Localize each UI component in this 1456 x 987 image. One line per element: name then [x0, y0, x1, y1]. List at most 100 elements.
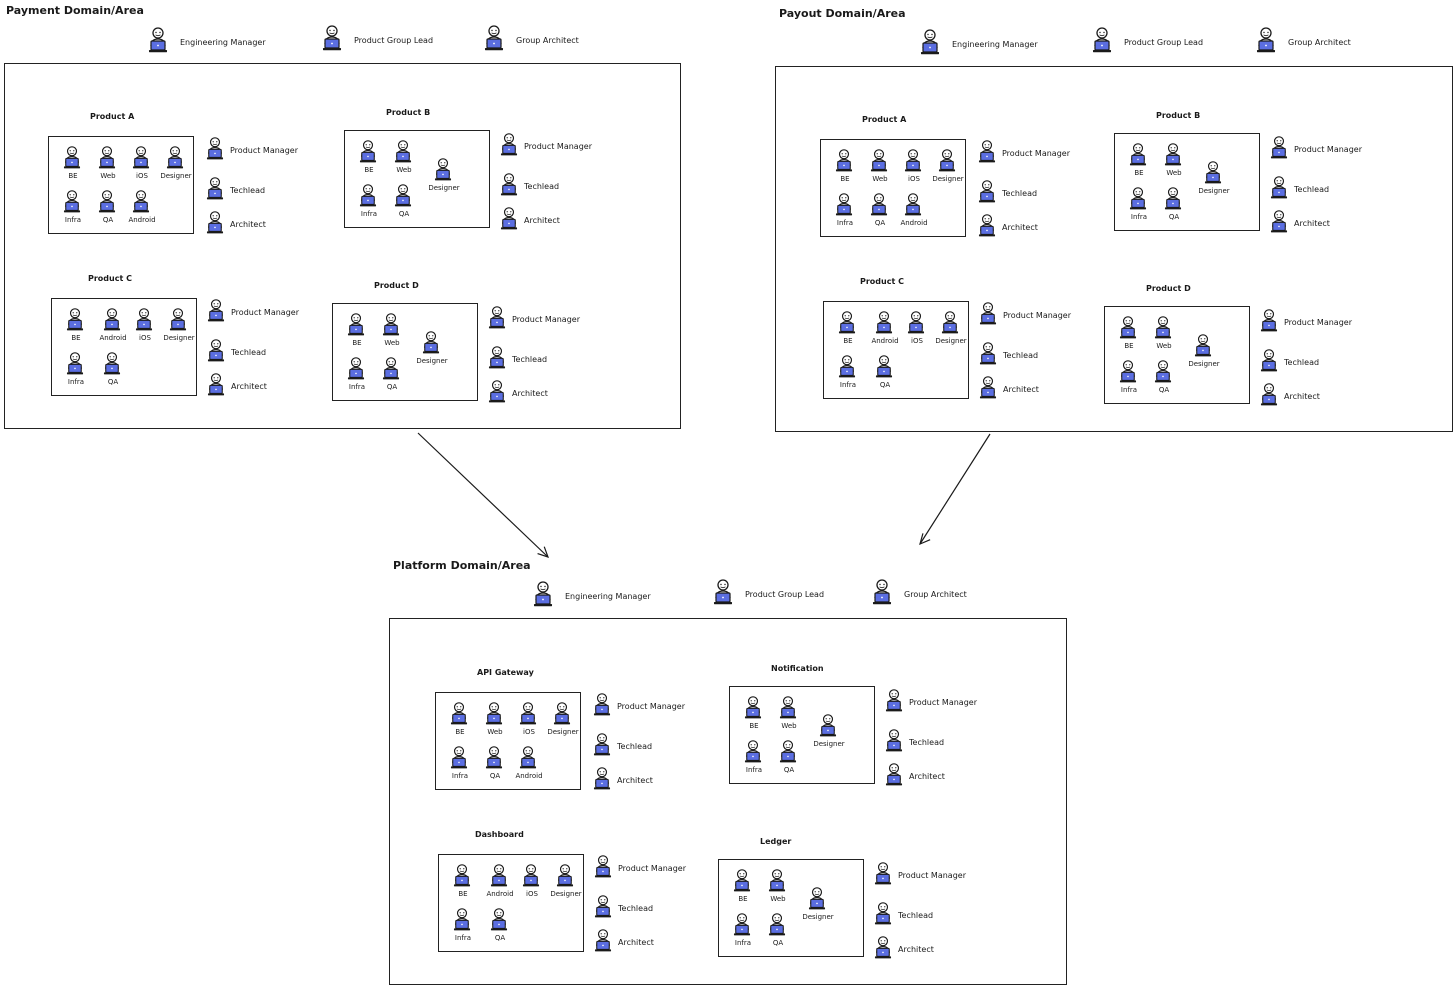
- role-label: Architect: [231, 382, 267, 391]
- person-icon: [835, 149, 853, 172]
- leader-product-group-lead: Product Group Lead: [320, 24, 490, 54]
- product-card: Product D BE Web Designer Infra: [1104, 284, 1404, 424]
- team-member: Web: [1144, 315, 1184, 355]
- person-icon: [149, 27, 167, 53]
- leader-group-architect: Group Architect: [1254, 26, 1424, 56]
- member-label: BE: [840, 175, 850, 183]
- member-label: Infra: [348, 383, 366, 391]
- team-member: Infra: [1109, 359, 1149, 399]
- team-member: BE: [349, 139, 389, 179]
- team-box: BE Web Designer Infra QA: [1114, 133, 1260, 231]
- role-label: Product Manager: [618, 864, 686, 873]
- person-icon: [870, 193, 888, 216]
- person-icon: [938, 149, 956, 172]
- person-icon: [1164, 143, 1182, 166]
- role-label: Techlead: [1294, 185, 1330, 194]
- team-member: Android: [122, 189, 162, 229]
- team-member: Infra: [56, 351, 96, 391]
- member-label: iOS: [523, 728, 535, 736]
- role-label: Techlead: [909, 738, 945, 747]
- person-icon: [132, 146, 150, 169]
- person-icon: [519, 702, 537, 725]
- domain-box: [389, 618, 1067, 985]
- member-label: Android: [128, 216, 156, 224]
- leader-label: Group Architect: [904, 590, 967, 599]
- person-icon: [488, 346, 506, 369]
- person-icon: [485, 746, 503, 769]
- person-icon: [394, 184, 412, 207]
- product-title: Product C: [88, 274, 132, 283]
- person-icon: [714, 579, 732, 605]
- person-icon: [166, 146, 184, 169]
- team-member: iOS: [512, 863, 552, 903]
- leader-label: Group Architect: [1288, 38, 1351, 47]
- role-techlead: Techlead: [592, 894, 712, 922]
- role-label: Techlead: [512, 355, 548, 364]
- team-member: iOS: [509, 701, 549, 741]
- role-architect: Architect: [977, 375, 1097, 403]
- member-label: QA: [1158, 386, 1170, 394]
- domain-title: Payment Domain/Area: [6, 4, 144, 17]
- role-techlead: Techlead: [1268, 175, 1388, 203]
- team-box: BE Web Designer Infra QA: [729, 686, 875, 784]
- member-label: Infra: [454, 934, 472, 942]
- person-icon: [768, 913, 786, 936]
- member-label: Web: [1156, 342, 1172, 350]
- team-member: iOS: [897, 310, 937, 350]
- team-member: Infra: [1119, 186, 1159, 226]
- person-icon: [1260, 349, 1278, 372]
- person-icon: [98, 190, 116, 213]
- role-label: Techlead: [898, 911, 934, 920]
- team-box: BE Web Designer Infra QA: [332, 303, 478, 401]
- product-card: Product C BE Android iOS Designer: [48, 274, 348, 414]
- person-icon: [808, 887, 826, 910]
- person-icon: [485, 25, 503, 51]
- member-label: iOS: [911, 337, 923, 345]
- member-label: iOS: [526, 890, 538, 898]
- person-icon: [531, 580, 555, 612]
- team-member: BE: [1109, 315, 1149, 355]
- domain-title: Platform Domain/Area: [393, 559, 531, 572]
- person-icon: [711, 578, 735, 610]
- role-label: Product Manager: [231, 308, 299, 317]
- person-icon: [870, 578, 894, 610]
- role-architect: Architect: [883, 762, 1003, 790]
- person-icon: [779, 740, 797, 763]
- leader-product-group-lead: Product Group Lead: [711, 578, 881, 608]
- product-card: Product A BE Web iOS Designer: [818, 115, 1118, 255]
- member-label: BE: [352, 339, 362, 347]
- team-member: Designer: [928, 148, 968, 188]
- role-techlead: Techlead: [498, 172, 618, 200]
- person-icon: [838, 355, 856, 378]
- team-member: QA: [769, 739, 809, 779]
- member-label: BE: [749, 722, 759, 730]
- leader-product-group-lead: Product Group Lead: [1090, 26, 1260, 56]
- person-icon: [66, 308, 84, 331]
- person-icon: [556, 864, 574, 887]
- team-member: QA: [1154, 186, 1194, 226]
- product-card: Product B BE Web Designer Infra: [1114, 111, 1414, 251]
- member-label: Infra: [67, 378, 85, 386]
- role-product-manager: Product Manager: [486, 305, 606, 333]
- member-label: QA: [102, 216, 114, 224]
- product-title: Product A: [90, 112, 135, 121]
- product-title: Product A: [862, 115, 907, 124]
- role-label: Architect: [909, 772, 945, 781]
- team-member: Designer: [159, 307, 199, 347]
- person-icon: [488, 380, 506, 403]
- person-icon: [1164, 187, 1182, 210]
- person-icon: [979, 302, 997, 325]
- team-box: BE Android iOS Designer Infra: [51, 298, 197, 396]
- person-icon: [553, 702, 571, 725]
- member-label: Designer: [547, 728, 579, 736]
- person-icon: [885, 729, 903, 752]
- role-label: Architect: [230, 220, 266, 229]
- member-label: BE: [68, 172, 78, 180]
- person-icon: [593, 767, 611, 790]
- person-icon: [744, 696, 762, 719]
- member-label: BE: [455, 728, 465, 736]
- person-icon: [519, 746, 537, 769]
- leader-label: Group Architect: [516, 36, 579, 45]
- person-icon: [207, 339, 225, 362]
- team-member: Infra: [440, 745, 480, 785]
